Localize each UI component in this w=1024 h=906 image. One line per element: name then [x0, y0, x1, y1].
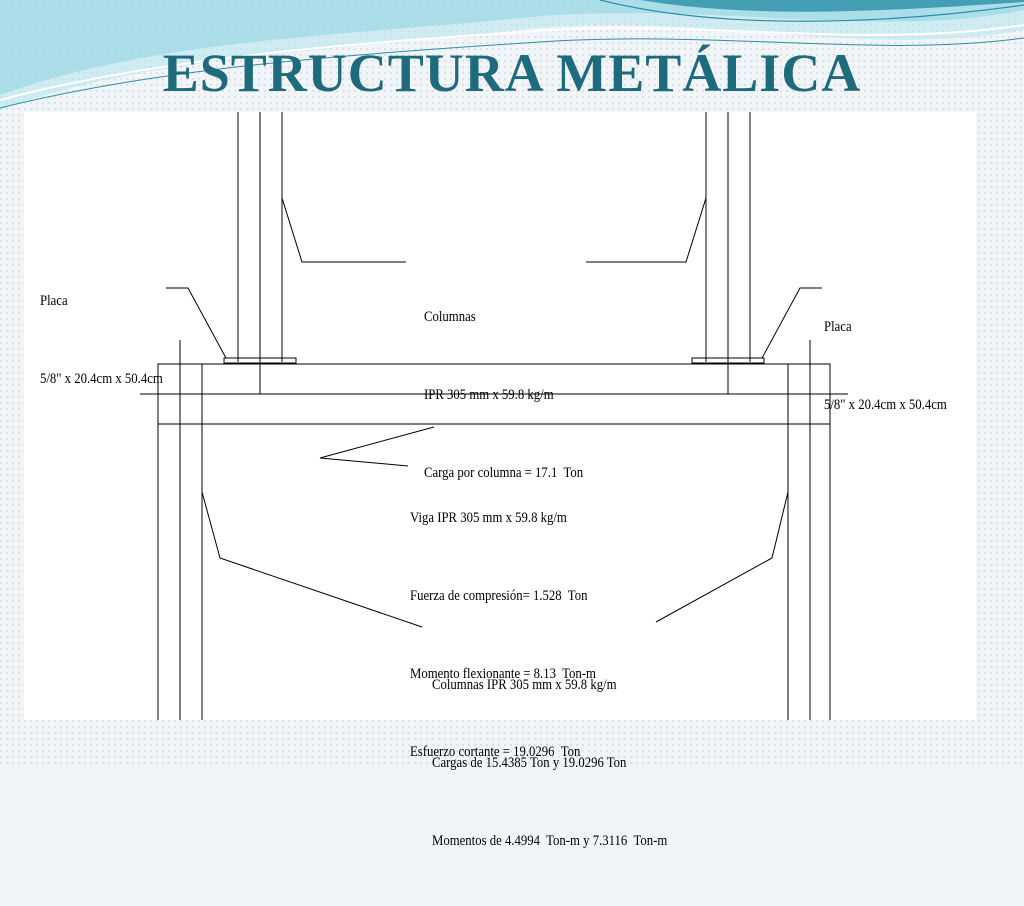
label-viga-line4: Esfuerzo cortante = 19.0296 Ton [410, 744, 581, 760]
leader-viga [319, 426, 435, 467]
label-columnas-top: Columnas IPR 305 mm x 59.8 kg/m Carga po… [424, 252, 583, 538]
upper-right-column [705, 112, 751, 394]
label-viga-line3: Momento flexionante = 8.13 Ton-m [410, 666, 596, 682]
label-placa-right-line2: 5/8" x 20.4cm x 50.4cm [824, 397, 947, 413]
label-viga: Viga IPR 305 mm x 59.8 kg/m Fuerza de co… [410, 453, 596, 817]
label-placa-left: Placa 5/8" x 20.4cm x 50.4cm [40, 236, 163, 444]
label-viga-line1: Viga IPR 305 mm x 59.8 kg/m [410, 510, 567, 526]
leader-columnas-right [586, 197, 707, 263]
frame-drawing [140, 112, 848, 720]
leader-columnas-bottom-left [201, 491, 423, 628]
label-columnas-bottom-line3: Momentos de 4.4994 Ton-m y 7.3116 Ton-m [432, 833, 668, 849]
label-columnas-top-line2: IPR 305 mm x 59.8 kg/m [424, 387, 554, 403]
label-columnas-top-line3: Carga por columna = 17.1 Ton [424, 465, 584, 481]
label-placa-right-line1: Placa [824, 319, 852, 335]
label-columnas-bottom: Columnas IPR 305 mm x 59.8 kg/m Cargas d… [432, 620, 667, 906]
beam [140, 363, 848, 425]
upper-left-column [237, 112, 283, 394]
label-columnas-top-line1: Columnas [424, 309, 476, 325]
leader-columnas-bottom-right [655, 491, 789, 623]
label-placa-left-line1: Placa [40, 293, 68, 309]
slide-title: ESTRUCTURA METÁLICA [162, 43, 862, 103]
structural-drawing: Placa 5/8" x 20.4cm x 50.4cm Placa 5/8" … [24, 112, 976, 849]
label-columnas-bottom-line1: Columnas IPR 305 mm x 59.8 kg/m [432, 677, 617, 693]
base-plate-right [691, 357, 765, 364]
base-plate-left [223, 357, 297, 364]
label-viga-line2: Fuerza de compresión= 1.528 Ton [410, 588, 588, 604]
leader-columnas-left [281, 197, 406, 263]
header-wave-decoration [0, 0, 1024, 110]
leader-placa-left [166, 287, 227, 359]
label-placa-left-line2: 5/8" x 20.4cm x 50.4cm [40, 371, 163, 387]
lower-right-column [787, 340, 831, 720]
leader-placa-right [761, 287, 822, 359]
lower-left-column [157, 340, 203, 720]
label-placa-right: Placa 5/8" x 20.4cm x 50.4cm [824, 262, 947, 470]
label-columnas-bottom-line2: Cargas de 15.4385 Ton y 19.0296 Ton [432, 755, 627, 771]
